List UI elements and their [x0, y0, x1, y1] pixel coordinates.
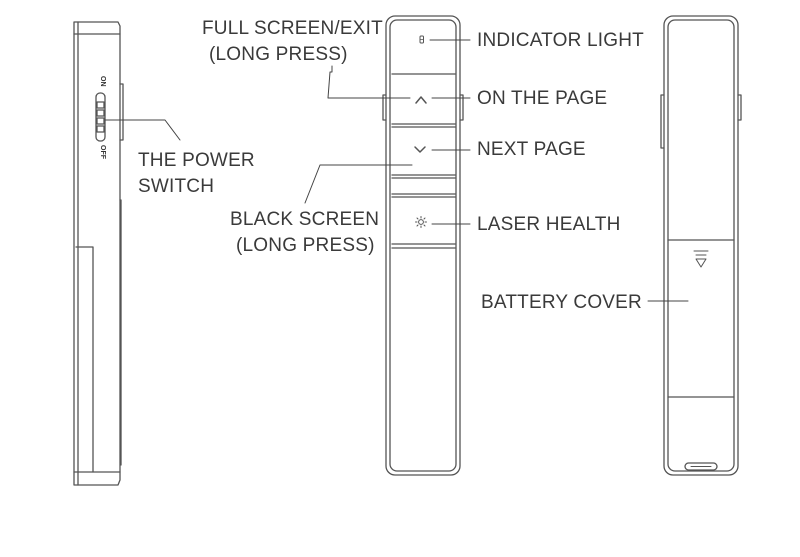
power-switch [95, 92, 106, 142]
label-black-screen: BLACK SCREEN [230, 209, 380, 230]
label-battery-cover: BATTERY COVER [481, 292, 642, 313]
leader-lines [104, 39, 689, 302]
triangle-down-icon [693, 250, 709, 268]
sun-icon [415, 216, 427, 228]
switch-off-label: OFF [99, 145, 106, 159]
label-power-switch: THE POWER [138, 150, 255, 171]
label-on-the-page: ON THE PAGE [477, 88, 608, 109]
side-view [73, 21, 124, 486]
switch-on-label: ON [99, 76, 106, 87]
label-laser-health: LASER HEALTH [477, 214, 621, 235]
label-next-page: NEXT PAGE [477, 139, 586, 160]
label-power-switch-2: SWITCH [138, 176, 215, 197]
label-full-screen: FULL SCREEN/EXIT [202, 18, 383, 39]
chevron-up-icon [415, 96, 427, 104]
front-view [382, 15, 464, 476]
label-black-screen-long-press: (LONG PRESS) [236, 235, 375, 256]
back-view [660, 15, 742, 476]
label-full-screen-long-press: (LONG PRESS) [209, 44, 348, 65]
label-indicator-light: INDICATOR LIGHT [477, 30, 644, 51]
chevron-down-icon [414, 146, 426, 153]
battery-cover-slot [684, 462, 718, 471]
led-icon [419, 35, 424, 44]
